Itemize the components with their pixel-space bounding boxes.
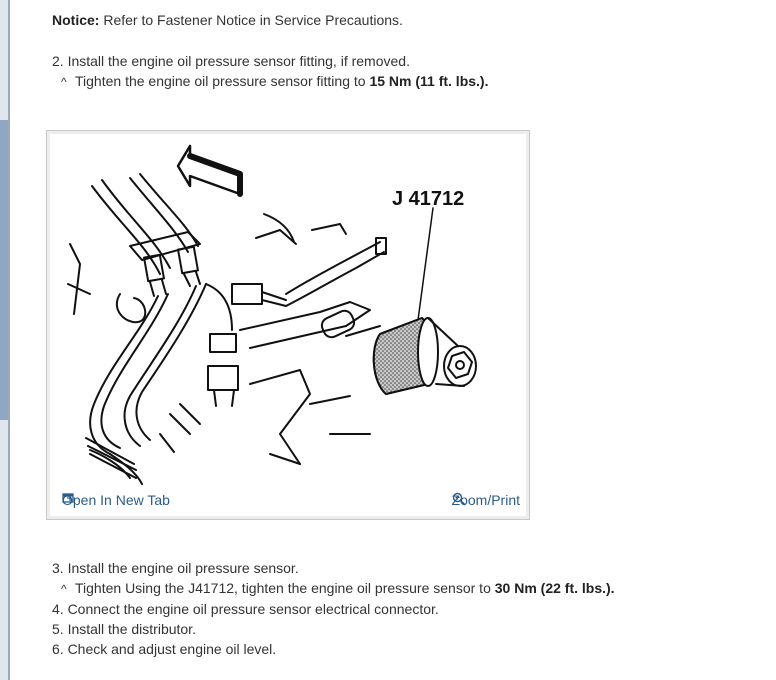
illustration-toolbar: Open In New Tab Zoom/Print (58, 492, 520, 512)
step-3-torque: ^Tighten Using the J41712, tighten the e… (61, 580, 615, 596)
caret-icon: ^ (61, 582, 67, 596)
illustration-frame: J 41712 Open In New Tab Zoom/Print (46, 130, 530, 520)
tool-label: J 41712 (392, 188, 465, 210)
notice-line: Notice: Refer to Fastener Notice in Serv… (52, 11, 403, 29)
illustration: J 41712 Open In New Tab Zoom/Print (50, 134, 526, 516)
step-6: 6. Check and adjust engine oil level. (52, 641, 277, 657)
step-2-torque: ^Tighten the engine oil pressure sensor … (61, 73, 489, 89)
notice-text: Refer to Fastener Notice in Service Prec… (99, 12, 403, 28)
zoom-print-label: Zoom/Print (451, 492, 520, 508)
step-3: 3. Install the engine oil pressure senso… (52, 560, 299, 576)
step-4: 4. Connect the engine oil pressure senso… (52, 601, 439, 617)
rail-accent (0, 120, 8, 420)
open-in-new-tab-link[interactable]: Open In New Tab (62, 492, 170, 508)
notice-label: Notice: (52, 12, 100, 28)
step-5: 5. Install the distributor. (52, 621, 196, 637)
sensor-install-drawing (67, 144, 477, 485)
j41712-socket-tool (372, 317, 477, 395)
step-2: 2. Install the engine oil pressure senso… (52, 53, 410, 69)
open-in-new-tab-label: Open In New Tab (62, 492, 170, 508)
left-window-rail (0, 0, 10, 680)
open-in-new-tab-icon (62, 493, 74, 503)
caret-icon: ^ (61, 75, 67, 89)
zoom-print-link[interactable]: Zoom/Print (452, 492, 520, 508)
magnifier-zoom-icon (452, 492, 465, 506)
